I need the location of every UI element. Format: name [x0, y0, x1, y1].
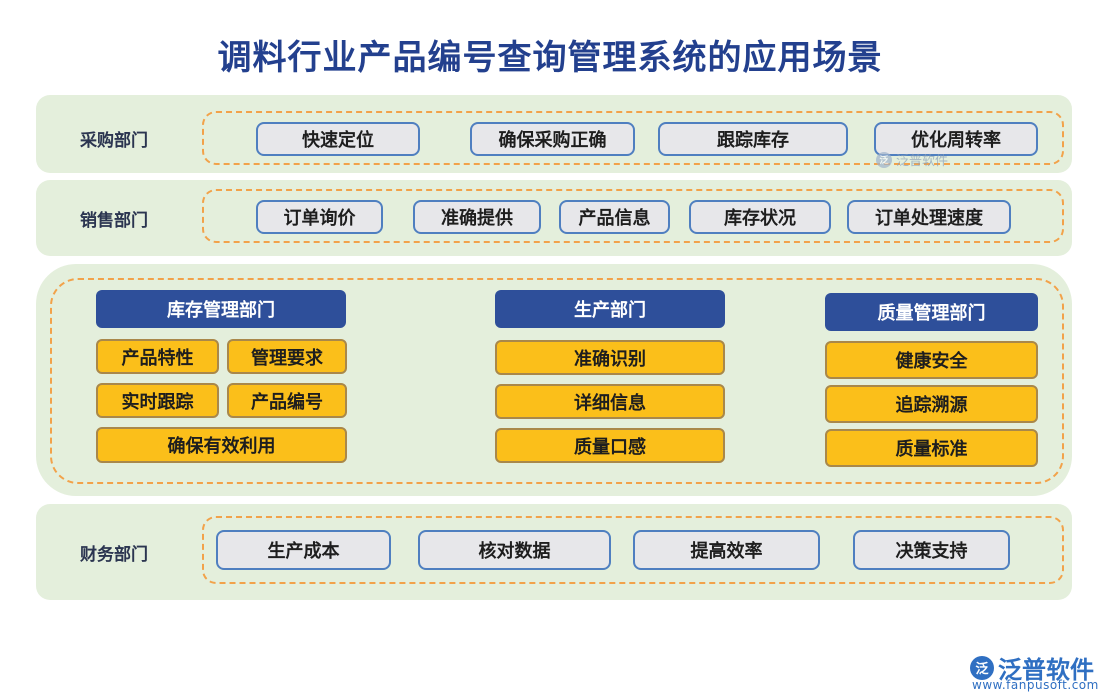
inventory-item-5: 确保有效利用	[96, 427, 347, 463]
production-header: 生产部门	[495, 290, 725, 328]
finance-item-4: 决策支持	[853, 530, 1010, 570]
finance-item-2: 核对数据	[418, 530, 611, 570]
finance-label: 财务部门	[80, 545, 148, 565]
brand-name: 泛普软件	[998, 656, 1094, 684]
inventory-item-3: 实时跟踪	[96, 383, 219, 418]
production-item-1: 准确识别	[495, 340, 725, 375]
sales-item-2: 准确提供	[413, 200, 541, 234]
production-item-3: 质量口感	[495, 428, 725, 463]
quality-item-1: 健康安全	[825, 341, 1038, 379]
purchase-item-1: 快速定位	[256, 122, 420, 156]
sales-item-1: 订单询价	[256, 200, 383, 234]
purchase-item-3: 跟踪库存	[658, 122, 848, 156]
inventory-item-1: 产品特性	[96, 339, 219, 374]
sales-dashed-frame	[202, 189, 1064, 243]
finance-item-1: 生产成本	[216, 530, 391, 570]
purchase-item-2: 确保采购正确	[470, 122, 635, 156]
inventory-item-4: 产品编号	[227, 383, 347, 418]
brand-logo: 泛 泛普软件	[970, 650, 1094, 685]
sales-label: 销售部门	[80, 211, 148, 231]
watermark-text: 泛普软件	[896, 154, 949, 169]
departments-dashed-frame	[50, 278, 1064, 484]
sales-item-3: 产品信息	[559, 200, 670, 234]
purchase-dashed-frame	[202, 111, 1064, 165]
brand-url: www.fanpusoft.com	[972, 678, 1099, 692]
sales-item-5: 订单处理速度	[847, 200, 1011, 234]
quality-item-2: 追踪溯源	[825, 385, 1038, 423]
purchase-item-4: 优化周转率	[874, 122, 1038, 156]
production-item-2: 详细信息	[495, 384, 725, 419]
quality-header: 质量管理部门	[825, 293, 1038, 331]
sales-item-4: 库存状况	[689, 200, 831, 234]
finance-item-3: 提高效率	[633, 530, 820, 570]
inventory-header: 库存管理部门	[96, 290, 346, 328]
inventory-item-2: 管理要求	[227, 339, 347, 374]
watermark-logo-icon: 泛	[876, 151, 892, 168]
finance-dashed-frame	[202, 516, 1064, 584]
page-title: 调料行业产品编号查询管理系统的应用场景	[217, 38, 883, 78]
brand-logo-icon: 泛	[970, 655, 994, 680]
watermark: 泛 泛普软件	[876, 150, 948, 169]
quality-item-3: 质量标准	[825, 429, 1038, 467]
purchase-label: 采购部门	[80, 131, 148, 151]
